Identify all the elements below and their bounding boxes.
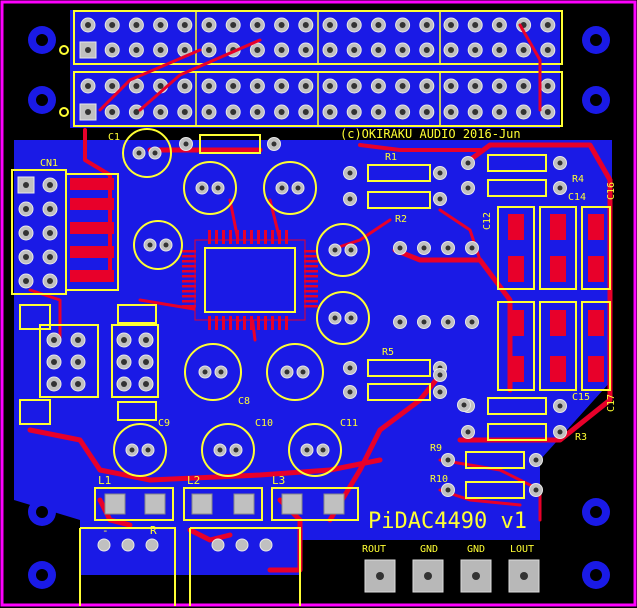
c14-label: C14	[568, 192, 586, 203]
c16-label: C16	[606, 182, 617, 200]
l1-label: L1	[98, 474, 111, 487]
r10-label: R10	[430, 474, 448, 485]
r3-label: R3	[575, 432, 587, 443]
r2-label: R2	[395, 214, 407, 225]
copyright-text: (c)OKIRAKU AUDIO 2016-Jun	[340, 127, 521, 141]
jumper-block	[19, 304, 159, 425]
r5-label: R5	[382, 347, 394, 358]
r1-label: R1	[385, 152, 397, 163]
c1-label: C1	[108, 132, 120, 143]
inductors	[94, 487, 359, 521]
output-label-lout: LOUT	[510, 544, 534, 555]
output-terminals: ROUT GND GND LOUT	[362, 544, 540, 593]
smd-capacitor-columns	[497, 206, 611, 391]
c9-label: C9	[158, 418, 170, 429]
resistors	[199, 134, 547, 499]
vias	[179, 137, 567, 497]
c8-label: C8	[238, 396, 250, 407]
c10-label: C10	[255, 418, 273, 429]
l3-label: L3	[272, 474, 285, 487]
cn1-label: CN1	[40, 158, 58, 169]
bottom-jacks: - R	[79, 524, 301, 606]
r4-label: R4	[572, 174, 584, 185]
output-label-rout: ROUT	[362, 544, 386, 555]
c17-label: C17	[606, 394, 617, 412]
r9-label: R9	[430, 443, 442, 454]
output-label-gnd1: GND	[420, 544, 438, 555]
smd-resistor-array	[65, 173, 119, 291]
mounting-holes	[28, 26, 610, 589]
output-label-gnd2: GND	[467, 544, 485, 555]
c11-label: C11	[340, 418, 358, 429]
c12-label: C12	[482, 212, 493, 230]
jack-r-label: R	[150, 524, 157, 537]
board-title: PiDAC4490 v1	[368, 509, 527, 534]
electrolytic-capacitors	[113, 128, 370, 477]
cn1-pins	[17, 176, 58, 289]
c15-label: C15	[572, 392, 590, 403]
dac-chip	[182, 230, 318, 330]
l2-label: L2	[187, 474, 200, 487]
jack-minus-label: -	[102, 524, 109, 537]
gpio-header	[59, 10, 563, 127]
